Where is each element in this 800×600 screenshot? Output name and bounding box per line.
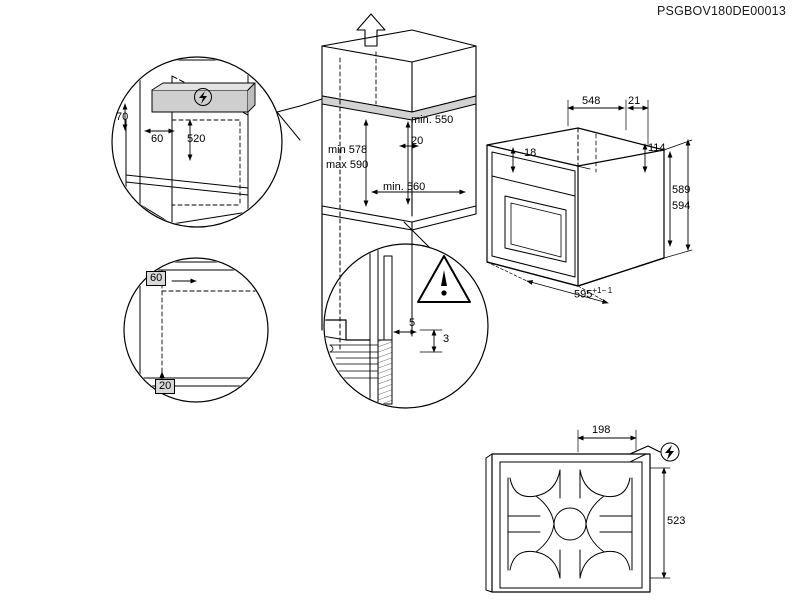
dim-20-boxed: 20 bbox=[155, 379, 176, 395]
dim-595-tolerance: +1− 1 bbox=[592, 286, 613, 295]
oven-isometric-group bbox=[486, 99, 693, 304]
dim-594: 594 bbox=[672, 200, 691, 212]
dim-max-590: max 590 bbox=[326, 159, 369, 171]
dim-114: 114 bbox=[648, 142, 666, 154]
power-symbol-detail bbox=[194, 88, 212, 106]
dim-548: 548 bbox=[582, 95, 601, 107]
dim-18: 18 bbox=[524, 147, 537, 159]
dim-20: 20 bbox=[411, 135, 424, 147]
dim-min-578: min 578 bbox=[328, 144, 368, 156]
dim-60-top: 60 bbox=[151, 133, 164, 145]
dim-198: 198 bbox=[592, 424, 611, 436]
dim-5: 5 bbox=[409, 317, 416, 329]
niche-isometric-group bbox=[321, 13, 477, 353]
bottom-plan-view-group bbox=[485, 429, 680, 593]
warning-triangle-icon bbox=[417, 255, 471, 303]
detail-circle-top-left-group bbox=[111, 56, 323, 228]
dim-60-boxed: 60 bbox=[146, 271, 167, 287]
airflow-arrow-icon bbox=[356, 13, 386, 47]
dim-70: 70 bbox=[116, 111, 129, 123]
power-symbol-plan bbox=[660, 442, 680, 462]
dim-520: 520 bbox=[187, 133, 206, 145]
dim-3: 3 bbox=[443, 333, 450, 345]
dim-595-value: 595 bbox=[574, 288, 593, 301]
dim-min-550: min. 550 bbox=[411, 114, 454, 126]
detail-circle-center-group bbox=[323, 243, 489, 409]
dim-595: 595+1− 1 bbox=[574, 286, 613, 301]
dim-21: 21 bbox=[628, 95, 641, 107]
drawing-code: PSGBOV180DE00013 bbox=[657, 4, 786, 18]
dim-523: 523 bbox=[667, 515, 686, 527]
dim-589: 589 bbox=[672, 184, 691, 196]
dim-min-560: min. 560 bbox=[383, 181, 426, 193]
